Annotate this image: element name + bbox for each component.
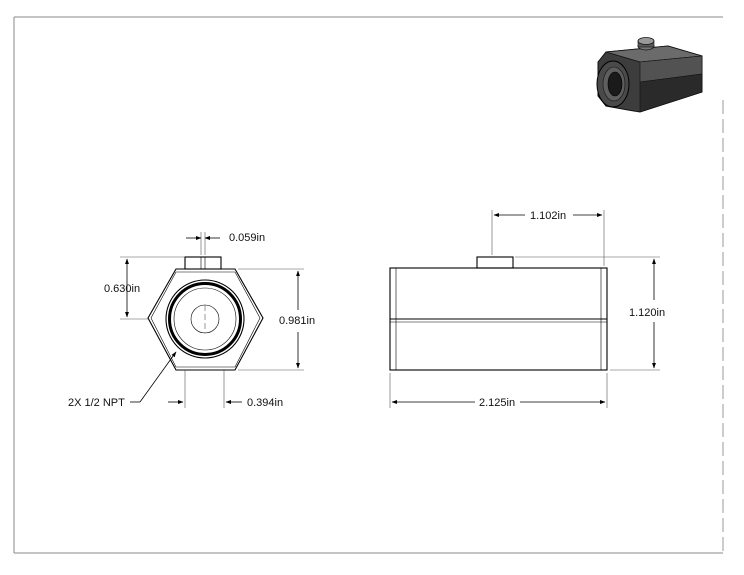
end-view-dimensions: 0.059in 0.630in 0.981in 0.394in 2X 1/2 N…: [68, 232, 315, 409]
thread-callout-label: 2X 1/2 NPT: [68, 397, 125, 409]
side-view: [389, 256, 608, 371]
bottom-offset-label: 0.394in: [247, 397, 283, 409]
end-view: [120, 256, 264, 371]
side-view-dimensions: 1.102in 1.120in 2.125in: [389, 210, 665, 409]
isometric-view: [596, 37, 703, 113]
hex-height-label: 0.981in: [279, 315, 315, 327]
overall-length-label: 2.125in: [479, 397, 515, 409]
port-position-label: 1.102in: [530, 210, 566, 222]
slot-width-label: 0.059in: [229, 232, 265, 244]
sheet-border: [13, 16, 724, 554]
center-height-label: 0.630in: [104, 283, 140, 295]
body-height-label: 1.120in: [629, 307, 665, 319]
